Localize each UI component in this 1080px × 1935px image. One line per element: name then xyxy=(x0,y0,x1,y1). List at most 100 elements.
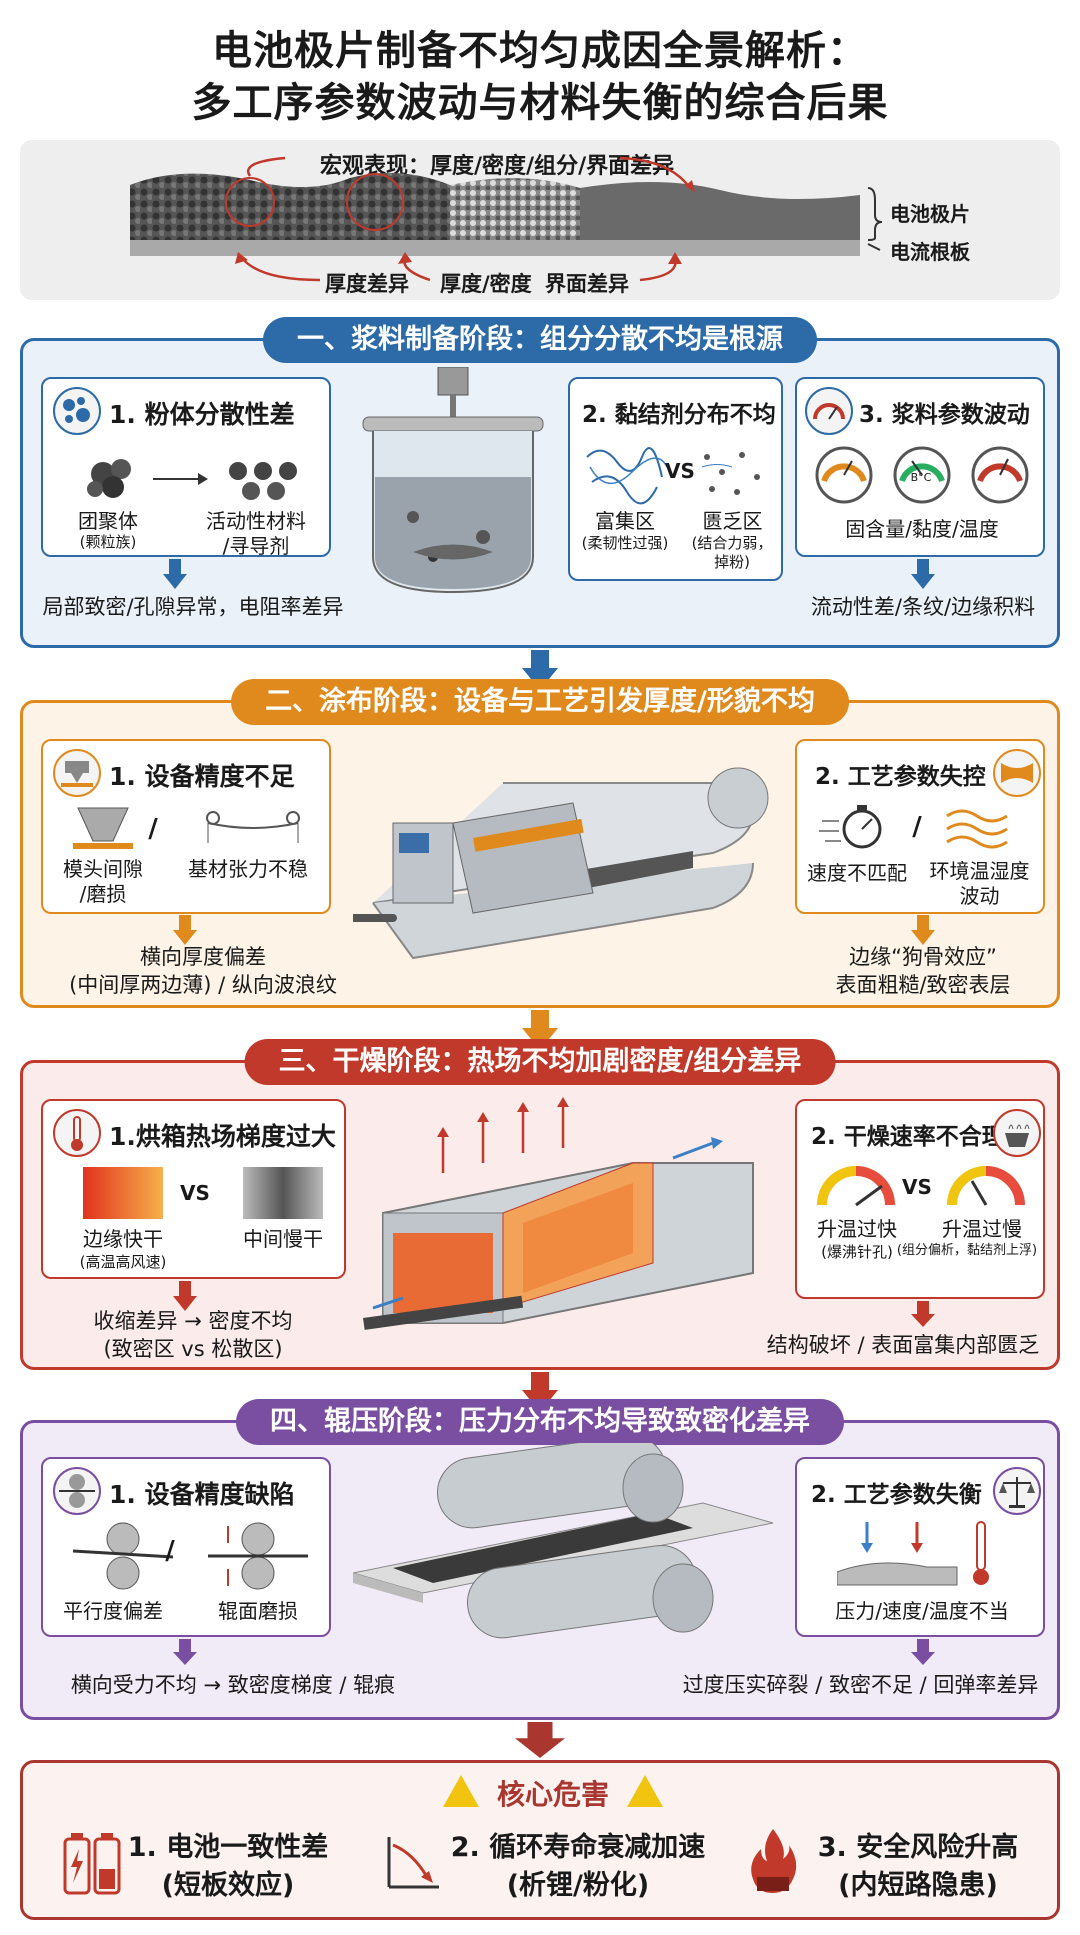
slash-separator: / xyxy=(148,814,158,844)
card-title: 1. 设备精度缺陷 xyxy=(109,1480,295,1509)
slurry-params-label: 固含量/黏度/温度 xyxy=(845,517,999,541)
macro-bottom-label-1: 厚度差异 xyxy=(325,272,409,296)
heating-fast-label: 升温过快 xyxy=(817,1217,897,1241)
hazard-2-sub: (析锂/粉化) xyxy=(506,1870,650,1901)
down-arrow-icon xyxy=(911,559,935,589)
down-arrow-icon xyxy=(173,915,197,945)
substrate-tension-label: 基材张力不稳 xyxy=(188,857,308,881)
roll-params-label: 压力/速度/温度不当 xyxy=(835,1599,1009,1623)
card-equipment-precision: 1. 设备精度不足 / 模头间隙 /磨损 基材张力不稳 xyxy=(41,739,331,914)
section-slurry: 一、浆料制备阶段：组分分散不均是根源 1. 粉体分散性差 团聚体 (颗粒族) 活… xyxy=(20,317,1060,648)
mixer-tank-illustration xyxy=(362,367,544,594)
card-title: 1. 粉体分散性差 xyxy=(109,400,295,429)
particles-icon xyxy=(53,387,101,435)
rich-zone-sublabel: (柔韧性过强) xyxy=(581,534,669,552)
gauges-illustration xyxy=(815,446,1029,504)
roll-defect-illustration xyxy=(72,1522,308,1590)
hazard-3-sub: (内短路隐患) xyxy=(838,1870,998,1901)
card-slurry-params: 3. 浆料参数波动 B°C 固含量/黏度/温度 xyxy=(795,377,1045,557)
heat-gradient-illustration xyxy=(83,1167,323,1219)
gauge-icon xyxy=(805,387,853,435)
fire-icon xyxy=(751,1829,797,1893)
poor-zone-label: 匮乏区 xyxy=(702,509,763,533)
coating-machine-illustration xyxy=(353,767,769,960)
edge-fast-dry-label: 边缘快干 xyxy=(83,1227,163,1251)
hazard-3-title: 3. 安全风险升高 xyxy=(817,1832,1019,1863)
core-hazards-header: 核心危害 xyxy=(496,1778,609,1811)
card-drying-rate-result: 结构破坏 / 表面富集内部匮乏 xyxy=(766,1333,1040,1357)
card-drying-rate: 2. 干燥速率不合理 VS 升温过快 (爆沸针孔) 升温过慢 (组分偏析，黏结剂… xyxy=(795,1099,1045,1299)
core-hazards-panel: 核心危害 1. 电池一致性差 (短板效应) 2. 循环寿命衰减加速 (析锂/粉化… xyxy=(20,1760,1060,1920)
card-title: 3. 浆料参数波动 xyxy=(859,402,1030,428)
section-rolling: 四、辊压阶段：压力分布不均导致致密化差异 1. 设备精度缺陷 / 平行度偏差 辊… xyxy=(20,1399,1060,1720)
roll-wear-label: 辊面磨损 xyxy=(218,1599,298,1623)
section-slurry-header: 一、浆料制备阶段：组分分散不均是根源 xyxy=(263,317,817,363)
heating-slow-sublabel: (组分偏析，黏结剂上浮) xyxy=(896,1243,1038,1258)
edge-fast-dry-sublabel: (高温高风速) xyxy=(79,1253,167,1271)
warning-icon xyxy=(443,1775,479,1807)
card-title: 1.烘箱热场梯度过大 xyxy=(109,1122,336,1151)
agglomerate-label: 团聚体 xyxy=(78,509,138,533)
card-title: 1. 设备精度不足 xyxy=(109,762,295,791)
electrode-cross-section-illustration xyxy=(130,156,883,282)
vs-label: VS xyxy=(180,1181,210,1205)
parallelism-label: 平行度偏差 xyxy=(63,1599,163,1623)
hazard-1-title: 1. 电池一致性差 xyxy=(127,1832,329,1863)
card-equipment-result: 横向厚度偏差 (中间厚两边薄) / 纵向波浪纹 xyxy=(69,945,337,998)
card-process-params: 2. 工艺参数失控 / 速度不匹配 环境温湿度 波动 xyxy=(795,739,1045,914)
card-process-result: 边缘“狗骨效应” 表面粗糙/致密表层 xyxy=(835,945,1011,998)
pressure-speed-temp-illustration xyxy=(837,1521,989,1586)
rich-zone-label: 富集区 xyxy=(595,509,655,533)
speed-mismatch-label: 速度不匹配 xyxy=(807,861,907,885)
die-gap-tension-illustration xyxy=(73,807,300,849)
poor-zone-sublabel: (结合力弱， 掉粉) xyxy=(691,534,773,571)
active-material-label: 活动性材料 /寻导剂 xyxy=(206,509,306,558)
section-drying: 三、干燥阶段：热场不均加剧密度/组分差异 1.烘箱热场梯度过大 VS 边缘快干 … xyxy=(20,1039,1060,1370)
card-roll-params: 2. 工艺参数失衡 压力/速度/温度不当 xyxy=(795,1457,1045,1637)
macro-panel: 宏观表现：厚度/密度/组分/界面差异 xyxy=(20,140,1060,300)
section-rolling-header: 四、辊压阶段：压力分布不均导致致密化差异 xyxy=(236,1399,844,1445)
die-icon xyxy=(53,749,101,797)
down-arrow-icon xyxy=(911,1301,935,1327)
temp-humidity-label: 环境温湿度 波动 xyxy=(929,859,1030,908)
hazard-1-sub: (短板效应) xyxy=(161,1870,295,1901)
card-roll-params-result: 过度压实碎裂 / 致密不足 / 回弹率差异 xyxy=(682,1673,1039,1697)
agglomerate-illustration xyxy=(87,459,297,500)
vs-label: VS xyxy=(902,1175,932,1199)
battery-icon xyxy=(63,1833,121,1895)
balance-scale-icon xyxy=(993,1467,1041,1515)
card-slurry-result: 流动性差/条纹/边缘积料 xyxy=(810,595,1036,619)
page-title-line1: 电池极片制备不均匀成因全景解析： xyxy=(212,28,868,74)
heating-slow-label: 升温过慢 xyxy=(942,1217,1022,1241)
card-roll-precision-result: 横向受力不均 → 致密度梯度 / 辊痕 xyxy=(70,1673,396,1697)
card-roll-precision: 1. 设备精度缺陷 / 平行度偏差 辊面磨损 xyxy=(41,1457,331,1637)
section-coating-header: 二、涂布阶段：设备与工艺引发厚度/形貌不均 xyxy=(231,679,849,725)
dogbone-icon xyxy=(993,749,1041,797)
slash-separator: / xyxy=(912,812,922,842)
hazard-2-title: 2. 循环寿命衰减加速 xyxy=(450,1832,706,1863)
card-title: 2. 黏结剂分布不均 xyxy=(582,402,776,428)
heating-fast-sublabel: (爆沸针孔) xyxy=(821,1243,893,1261)
macro-bottom-label-3: 界面差异 xyxy=(545,272,629,296)
page-title-line2: 多工序参数波动与材料失衡的综合后果 xyxy=(191,80,889,126)
roller-press-illustration xyxy=(353,1443,774,1639)
macro-label-foil: 电流根板 xyxy=(890,240,970,264)
card-title: 2. 工艺参数失衡 xyxy=(811,1482,982,1508)
down-arrow-icon xyxy=(515,1722,565,1758)
vs-label: VS xyxy=(665,459,695,483)
section-drying-header: 三、干燥阶段：热场不均加剧密度/组分差异 xyxy=(244,1039,836,1085)
down-arrow-icon xyxy=(911,1639,935,1665)
center-slow-dry-label: 中间慢干 xyxy=(243,1227,323,1251)
card-powder-result: 局部致密/孔隙异常，电阻率差异 xyxy=(42,595,344,619)
down-arrow-icon xyxy=(163,559,187,589)
card-title: 2. 干燥速率不合理 xyxy=(811,1124,1005,1150)
card-binder-distribution: 2. 黏结剂分布不均 VS 富集区 (柔韧性过强) 匮乏区 (结合力弱， 掉粉) xyxy=(568,377,783,581)
macro-bottom-label-2: 厚度/密度 xyxy=(440,272,532,296)
card-oven-result: 收缩差异 → 密度不均 (致密区 vs 松散区) xyxy=(93,1309,293,1362)
down-arrow-icon xyxy=(911,915,935,945)
warning-icon xyxy=(627,1775,663,1807)
rollers-icon xyxy=(53,1467,101,1515)
thermometer-icon xyxy=(53,1109,101,1157)
card-powder-dispersion: 1. 粉体分散性差 团聚体 (颗粒族) 活动性材料 /寻导剂 xyxy=(41,377,331,558)
speed-humidity-illustration xyxy=(819,805,1008,849)
